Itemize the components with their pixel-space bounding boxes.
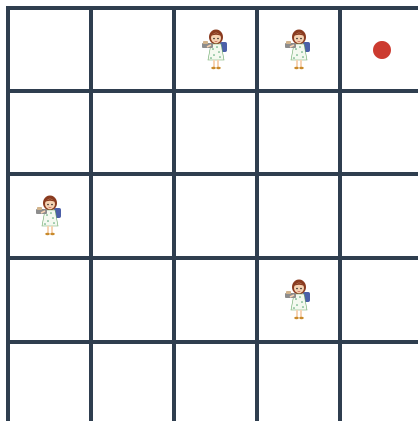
girl-figure-piece[interactable]: [201, 28, 231, 77]
girl-figure-piece[interactable]: [35, 194, 65, 243]
girl-figure-piece[interactable]: [284, 28, 314, 77]
grid-cell-r4-c2[interactable]: [176, 344, 255, 423]
grid-cell-r0-c0[interactable]: [10, 10, 89, 89]
girl-figure-icon: [284, 28, 314, 72]
grid-cell-r3-c1[interactable]: [93, 260, 172, 339]
grid-cell-r2-c4[interactable]: [342, 176, 418, 255]
grid-cell-r4-c1[interactable]: [93, 344, 172, 423]
girl-figure-icon: [35, 194, 65, 238]
girl-figure-icon: [284, 278, 314, 322]
grid-cell-r4-c4[interactable]: [342, 344, 418, 423]
red-dot-marker[interactable]: [373, 41, 391, 59]
grid-cell-r1-c1[interactable]: [93, 93, 172, 172]
girl-figure-icon: [201, 28, 231, 72]
grid-cell-r2-c3[interactable]: [259, 176, 338, 255]
grid-cell-r1-c4[interactable]: [342, 93, 418, 172]
grid-cell-r3-c0[interactable]: [10, 260, 89, 339]
girl-figure-piece[interactable]: [284, 278, 314, 327]
grid-cell-r1-c2[interactable]: [176, 93, 255, 172]
grid-cell-r1-c0[interactable]: [10, 93, 89, 172]
grid-cell-r0-c1[interactable]: [93, 10, 172, 89]
grid-cell-r2-c2[interactable]: [176, 176, 255, 255]
grid-cell-r4-c0[interactable]: [10, 344, 89, 423]
grid-cell-r1-c3[interactable]: [259, 93, 338, 172]
grid-cell-r3-c2[interactable]: [176, 260, 255, 339]
grid-cell-r2-c1[interactable]: [93, 176, 172, 255]
grid-cell-r3-c4[interactable]: [342, 260, 418, 339]
grid-cell-r4-c3[interactable]: [259, 344, 338, 423]
